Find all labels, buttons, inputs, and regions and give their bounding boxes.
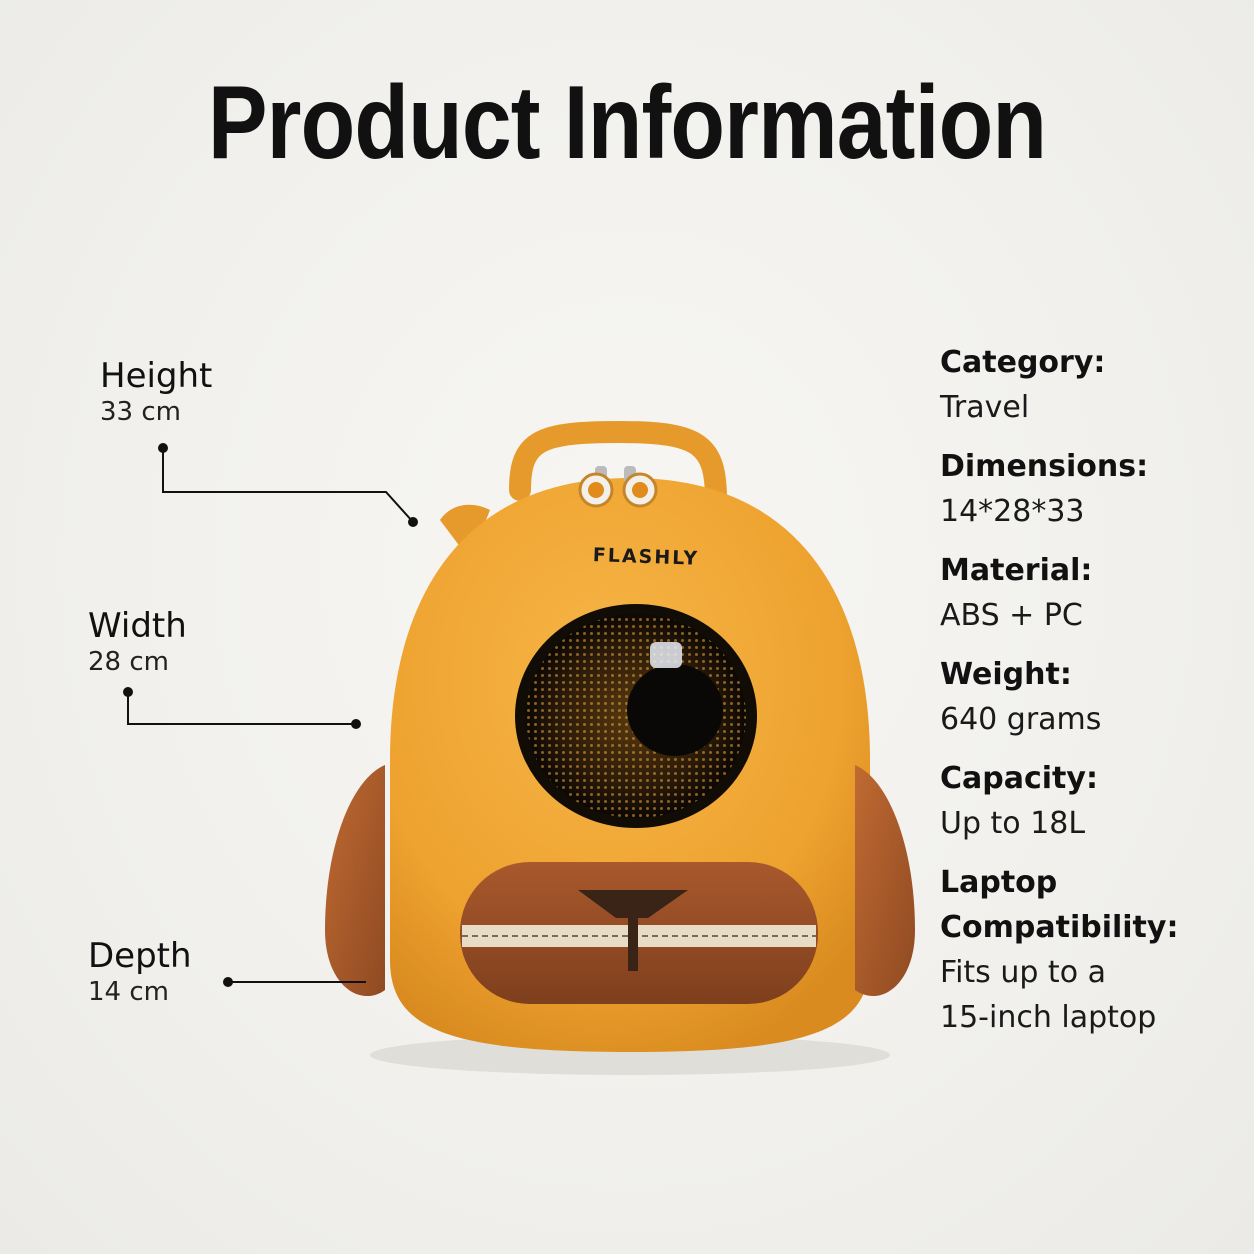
screen-pupil xyxy=(627,664,723,756)
spec-category: Category: Travel xyxy=(940,345,1106,425)
depth-value: 14 cm xyxy=(88,977,169,1007)
height-label: Height xyxy=(100,356,213,396)
right-ear xyxy=(855,765,915,997)
width-label: Width xyxy=(88,606,187,646)
height-leader xyxy=(162,448,414,523)
page-title: Product Information xyxy=(207,65,1047,181)
spec-material: Material: ABS + PC xyxy=(940,553,1093,633)
screen-highlight xyxy=(650,642,682,668)
height-end-dot xyxy=(408,517,418,527)
width-end-dot xyxy=(351,719,361,729)
spec-capacity: Capacity: Up to 18L xyxy=(940,761,1098,841)
height-value: 33 cm xyxy=(100,397,181,427)
led-screen xyxy=(515,604,757,828)
height-dimension: Height 33 cm xyxy=(100,356,212,428)
zipper-pulls xyxy=(578,466,658,508)
spec-dimensions: Dimensions: 14*28*33 xyxy=(940,449,1149,529)
bag-strap xyxy=(440,504,490,560)
left-ear xyxy=(325,765,385,997)
spec-laptop-compatibility: Laptop Compatibility: Fits up to a 15-in… xyxy=(940,865,1179,1035)
snout-nose xyxy=(578,890,688,918)
brand-logo: FLASHLY xyxy=(593,544,700,570)
width-dimension: Width 28 cm xyxy=(88,606,187,678)
spec-weight: Weight: 640 grams xyxy=(940,657,1102,737)
width-leader xyxy=(127,692,356,725)
width-value: 28 cm xyxy=(88,647,169,677)
bag-handle xyxy=(509,420,727,511)
snout-pouch xyxy=(460,862,818,1004)
depth-label: Depth xyxy=(88,936,192,976)
depth-dimension: Depth 14 cm xyxy=(88,936,192,1008)
snout-mouth xyxy=(628,915,638,971)
spec-list: Category: Travel Dimensions: 14*28*33 Ma… xyxy=(940,340,1240,1054)
